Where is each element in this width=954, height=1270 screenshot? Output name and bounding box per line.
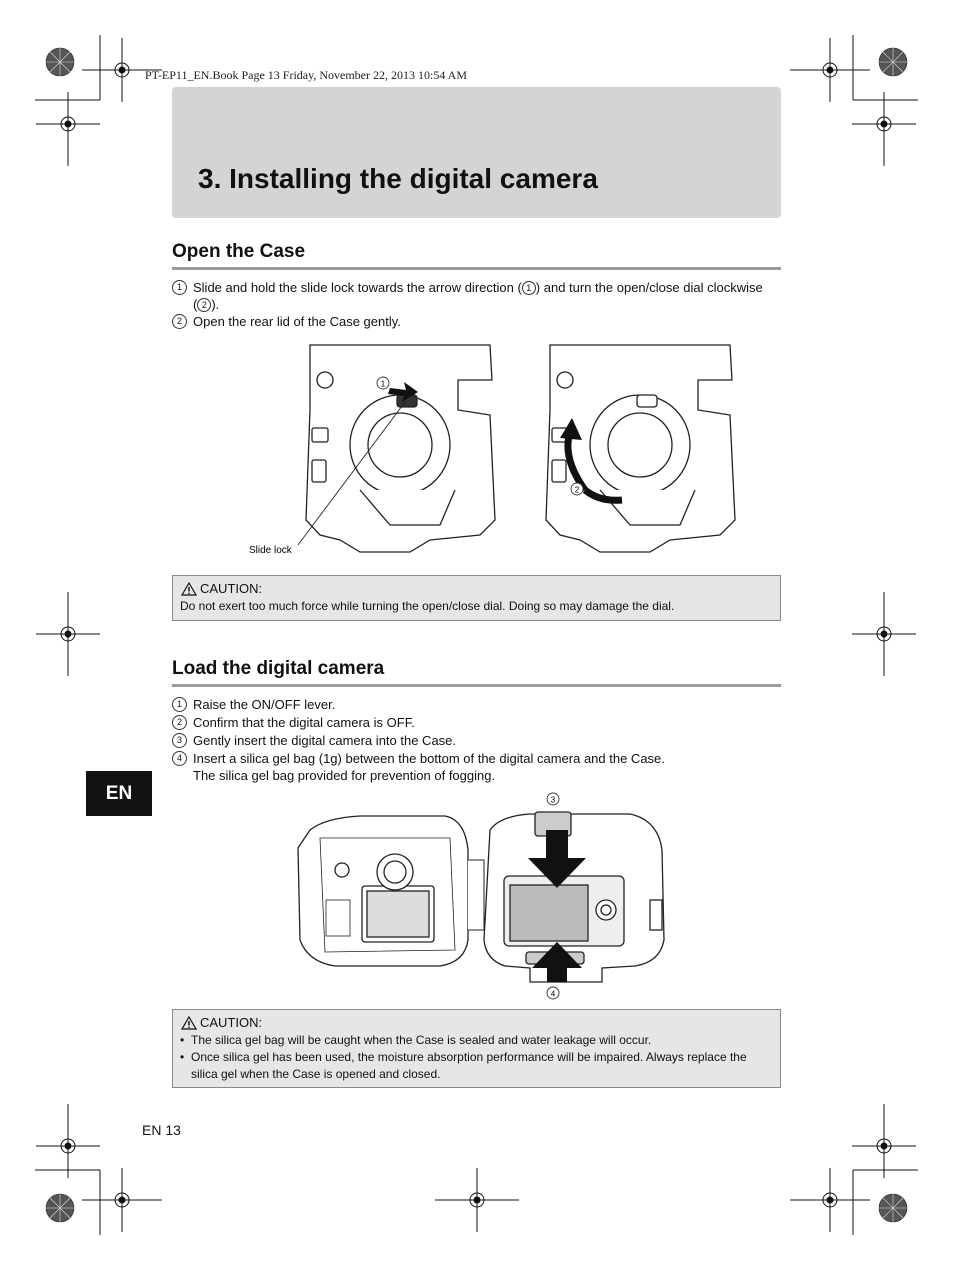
step-text: Slide and hold the slide lock towards th… (193, 279, 781, 313)
ref-number: 2 (197, 298, 212, 312)
warning-icon (180, 581, 198, 596)
ref-number: 1 (521, 281, 536, 295)
load-camera-heading: Load the digital camera (172, 658, 781, 687)
caution-header: CAUTION: (180, 1015, 263, 1030)
slide-lock-label: Slide lock (249, 545, 293, 556)
caution-box-dial: CAUTION: Do not exert too much force whi… (172, 575, 781, 621)
caution-bullet: The silica gel bag will be caught when t… (180, 1032, 770, 1049)
step-text-part: Slide and hold the slide lock towards th… (193, 280, 522, 295)
print-info: PT-EP11_EN.Book Page 13 Friday, November… (145, 68, 467, 82)
step-number: 3 (172, 733, 187, 748)
load-step-1: 1 Raise the ON/OFF lever. (172, 696, 781, 713)
slide-arrow-icon (388, 382, 418, 402)
chapter-title: 3. Installing the digital camera (198, 163, 598, 194)
silica-arrow-icon (532, 942, 582, 982)
step-number: 1 (172, 697, 187, 712)
caution-box-silica: CAUTION: The silica gel bag will be caug… (172, 1009, 781, 1088)
callout-2: 2 (575, 486, 580, 495)
warning-icon (180, 1015, 198, 1030)
step-text: Open the rear lid of the Case gently. (193, 314, 401, 329)
open-case-step-2: 2 Open the rear lid of the Case gently. (172, 313, 781, 330)
chapter-title-band: 3. Installing the digital camera (172, 87, 781, 218)
open-case-step-1: 1 Slide and hold the slide lock towards … (172, 279, 781, 313)
caution-text: Do not exert too much force while turnin… (180, 599, 675, 613)
callout-1: 1 (381, 380, 386, 389)
open-case-heading: Open the Case (172, 241, 781, 270)
callout-4: 4 (551, 990, 556, 999)
step-text-part: ). (211, 297, 220, 312)
load-step-4: 4 Insert a silica gel bag (1g) between t… (172, 750, 781, 784)
caution-label: CAUTION: (200, 1015, 263, 1030)
language-tab: EN (86, 771, 152, 816)
load-step-2: 2 Confirm that the digital camera is OFF… (172, 714, 781, 731)
caution-bullet: Once silica gel has been used, the moist… (180, 1049, 770, 1083)
step-text-part: ( (193, 297, 198, 312)
page-number: EN 13 (142, 1122, 181, 1138)
caution-label: CAUTION: (200, 581, 263, 596)
caution-header: CAUTION: (180, 581, 263, 596)
step-text-line: Insert a silica gel bag (1g) between the… (193, 751, 665, 766)
load-camera-illustration: 3 4 (297, 792, 665, 1000)
insert-arrow-icon (528, 830, 586, 888)
step-number: 2 (172, 314, 187, 329)
caution-bullets: The silica gel bag will be caught when t… (180, 1032, 770, 1083)
step-text: Insert a silica gel bag (1g) between the… (193, 750, 781, 784)
step-text-line: The silica gel bag provided for preventi… (193, 768, 496, 783)
callout-3: 3 (551, 796, 556, 805)
step-text: Raise the ON/OFF lever. (193, 697, 336, 712)
step-number: 4 (172, 751, 187, 766)
step-number: 2 (172, 715, 187, 730)
step-text-part: ) and turn the open/close dial clockwise (535, 280, 763, 295)
step-number: 1 (172, 280, 187, 295)
open-case-illustration: 1 2 Slide lock (249, 344, 736, 556)
step-text: Confirm that the digital camera is OFF. (193, 715, 415, 730)
step-text: Gently insert the digital camera into th… (193, 733, 457, 748)
load-step-3: 3 Gently insert the digital camera into … (172, 732, 781, 749)
